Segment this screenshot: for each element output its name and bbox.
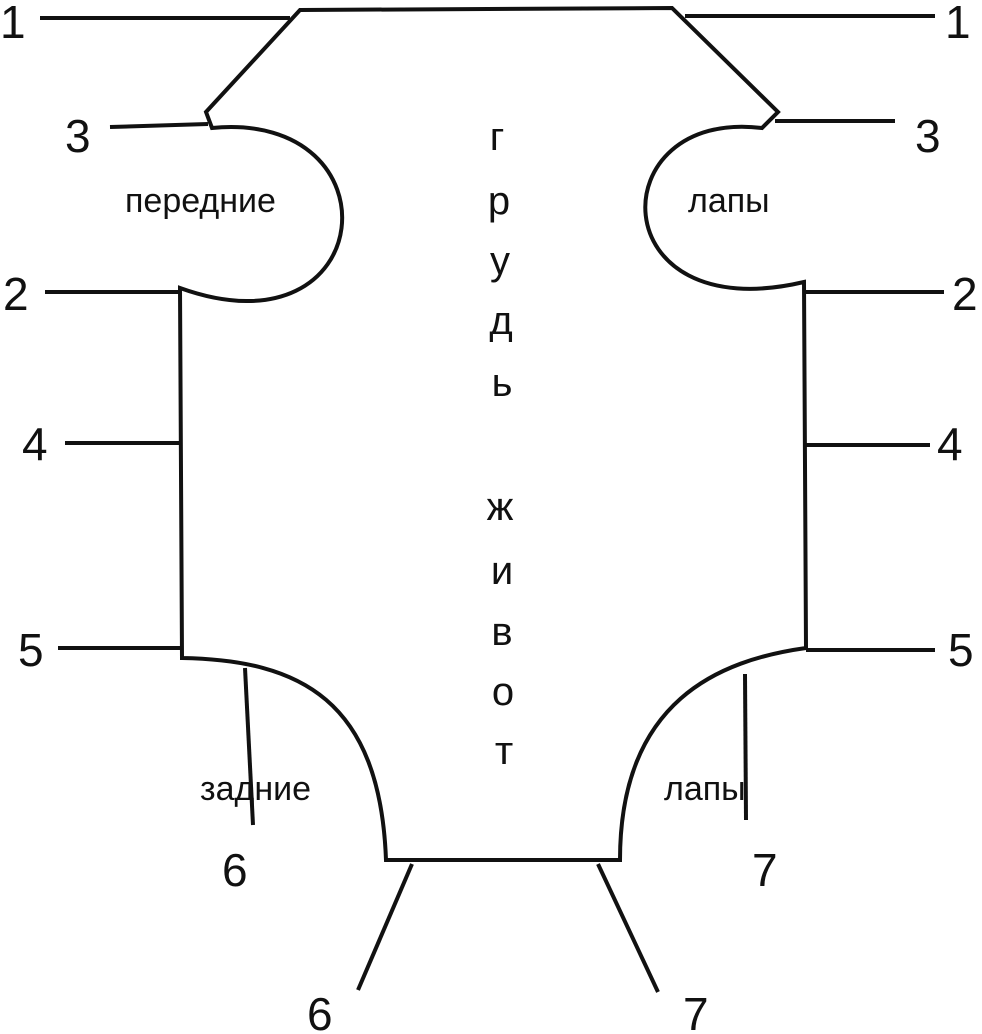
- vertical-word-belly: ж и в о т: [487, 485, 515, 773]
- marker-2-right: 2: [952, 268, 978, 320]
- marker-1-left: 1: [0, 0, 26, 48]
- label-front: передние: [125, 182, 276, 220]
- leader-7-upper: [743, 673, 748, 821]
- belly-letter: о: [492, 670, 514, 714]
- vertical-word-chest: г р у д ь: [488, 115, 513, 405]
- marker-1-right: 1: [945, 0, 971, 48]
- chest-letter: р: [488, 179, 510, 223]
- belly-letter: в: [491, 610, 512, 654]
- marker-4-left: 4: [22, 418, 48, 470]
- marker-5-left: 5: [18, 624, 44, 676]
- label-hind: задние: [200, 770, 311, 808]
- garment-outline: [177, 5, 809, 862]
- marker-6-lower: 6: [307, 988, 333, 1034]
- chest-letter: г: [490, 115, 505, 159]
- leader-6-upper: [243, 667, 255, 826]
- chest-letter: у: [490, 239, 510, 283]
- marker-7-upper: 7: [752, 844, 778, 896]
- belly-letter: ж: [487, 485, 514, 529]
- label-hind-paws: лапы: [664, 770, 746, 808]
- belly-letter: и: [491, 549, 513, 593]
- leader-6-lower: [356, 863, 414, 991]
- leader-7-lower: [596, 863, 660, 993]
- part-labels: передние лапы задние лапы: [125, 182, 770, 808]
- chest-letter: ь: [492, 361, 513, 405]
- belly-letter: т: [495, 729, 513, 773]
- marker-2-left: 2: [3, 268, 29, 320]
- marker-4-right: 4: [937, 418, 963, 470]
- marker-7-lower: 7: [683, 988, 709, 1034]
- leader-3-left: [109, 122, 209, 129]
- marker-3-left: 3: [65, 110, 91, 162]
- leader-lines: [40, 14, 944, 993]
- chest-letter: д: [489, 299, 512, 343]
- marker-5-right: 5: [948, 624, 974, 676]
- label-front-paws: лапы: [688, 182, 770, 220]
- marker-3-right: 3: [915, 110, 941, 162]
- marker-6-upper: 6: [222, 844, 248, 896]
